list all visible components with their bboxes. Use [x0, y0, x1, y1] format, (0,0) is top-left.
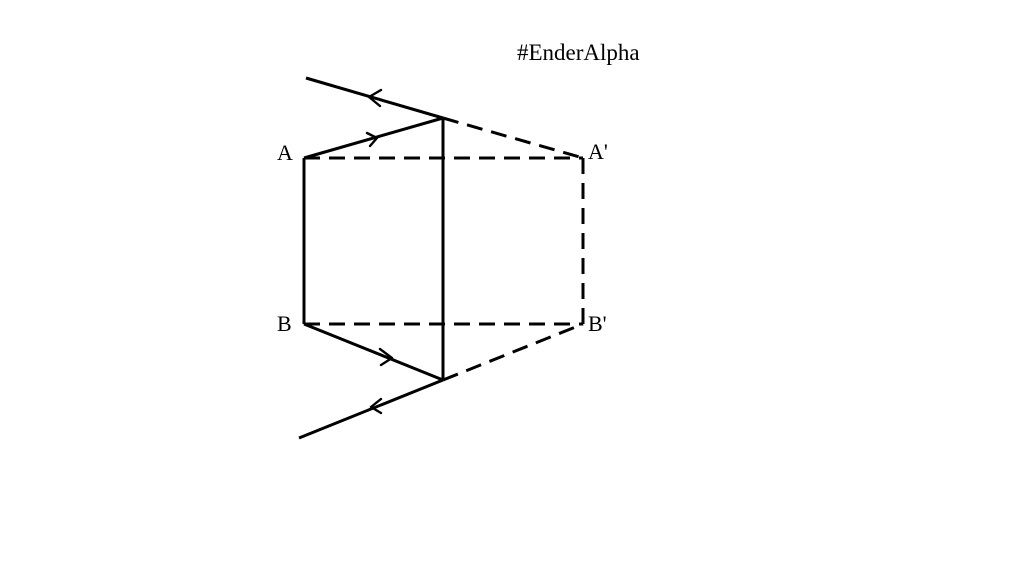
- arrow-icon-reflected-top: [367, 88, 383, 108]
- virtual-ray-to-b-image: [442, 322, 584, 382]
- incident-ray-from-b: [303, 322, 444, 382]
- incident-ray-from-a: [303, 116, 444, 160]
- reflected-ray-top: [305, 76, 444, 120]
- arrow-icon-incident-top: [365, 131, 379, 148]
- arrow-icon-reflected-bottom: [369, 397, 383, 415]
- virtual-ray-to-a-image: [442, 116, 584, 160]
- label-a: A: [277, 140, 293, 165]
- caption-text: #EnderAlpha: [517, 40, 640, 65]
- reflected-ray-bottom: [298, 378, 444, 440]
- arrow-icon-incident-bottom: [378, 347, 394, 367]
- label-a-prime: A': [588, 139, 608, 164]
- label-b-prime: B': [588, 311, 607, 336]
- label-b: B: [277, 311, 292, 336]
